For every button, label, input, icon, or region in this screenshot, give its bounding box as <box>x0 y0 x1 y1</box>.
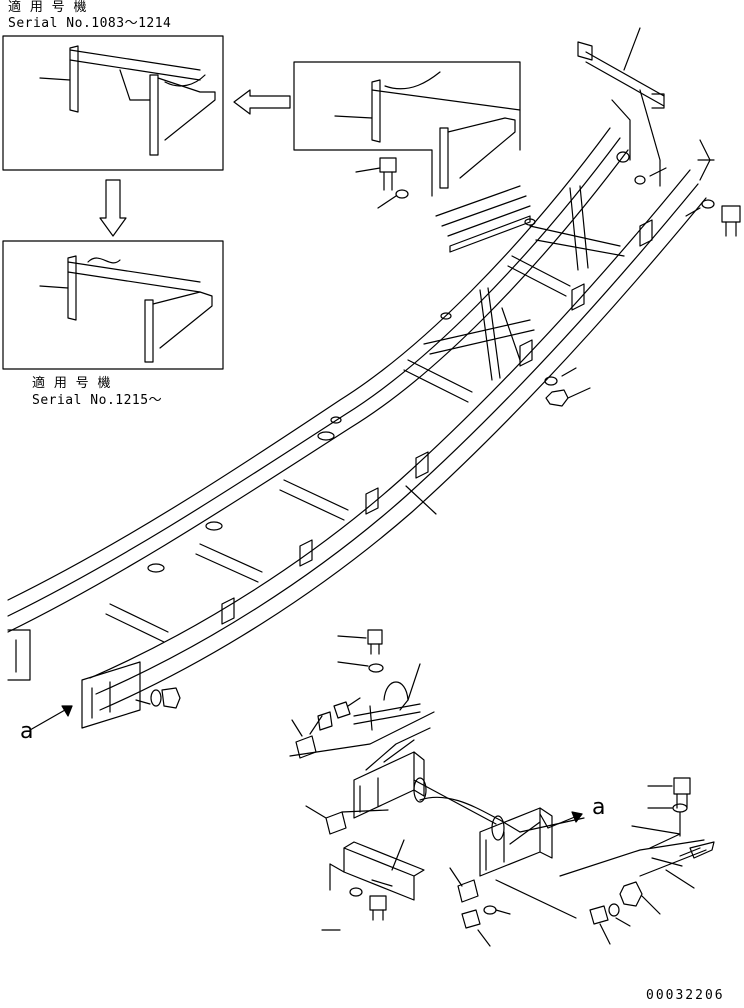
hardware-callouts-upper <box>135 139 741 709</box>
inset-box-middle <box>293 61 521 197</box>
bottom-serial-range: Serial No.1215～ <box>32 393 163 408</box>
inset-box-top-left <box>2 35 224 171</box>
view-arrow-a-label-right: a <box>592 795 606 820</box>
top-right-post <box>577 27 665 187</box>
top-serial-range: Serial No.1083～1214 <box>8 16 172 31</box>
bottom-applicability-label: 適 用 号 機 <box>32 376 111 391</box>
arrow-left-hollow <box>233 89 291 115</box>
inset-box-bottom-left <box>2 240 224 370</box>
drawing-number: 00032206 <box>646 988 725 1003</box>
main-frame <box>7 127 707 729</box>
top-applicability-label: 適 用 号 機 <box>8 0 87 15</box>
arrow-down-hollow <box>99 179 127 237</box>
view-arrow-a-left <box>29 705 73 731</box>
view-arrow-a-label-left: a <box>20 719 34 744</box>
lower-assembly <box>289 629 715 947</box>
